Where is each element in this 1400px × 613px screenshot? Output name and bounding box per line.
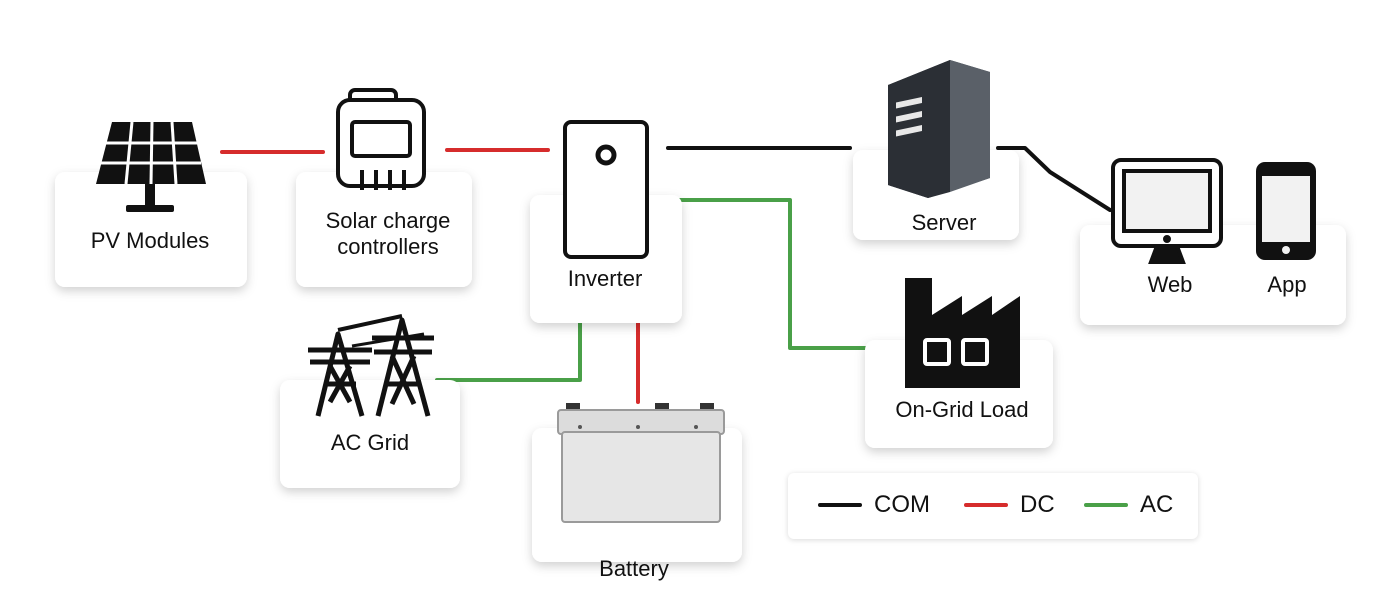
legend-item-dc: DC (964, 491, 1055, 519)
ac-line-inverter-load (666, 198, 892, 350)
inverter-icon (563, 120, 649, 259)
com-line-server-web (996, 146, 1112, 212)
pv-modules-label: PV Modules (90, 228, 210, 253)
legend-label-dc: DC (1020, 491, 1055, 518)
legend-swatch-ac (1084, 503, 1128, 507)
legend-item-ac: AC (1084, 491, 1173, 519)
pv-platform (55, 172, 247, 287)
web-label: Web (1147, 272, 1193, 297)
app-label: App (1267, 272, 1307, 297)
server-icon (888, 60, 990, 198)
legend-item-com: COM (818, 491, 930, 519)
phone-icon (1256, 162, 1316, 260)
battery-label: Battery (599, 556, 669, 581)
factory-icon (905, 278, 1020, 388)
connections (220, 146, 1112, 404)
server-label: Server (911, 210, 977, 235)
inverter-label: Inverter (567, 266, 643, 291)
grid-platform (280, 380, 460, 488)
ac-grid-label: AC Grid (330, 430, 410, 455)
transmission-tower-icon (308, 314, 434, 417)
legend-label-ac: AC (1140, 491, 1174, 518)
solar-panel-icon (96, 121, 206, 212)
legend-label-com: COM (874, 491, 930, 518)
ac-line-inverter-grid (435, 308, 582, 382)
on-grid-load-label: On-Grid Load (895, 397, 1029, 422)
controller-platform (296, 172, 472, 287)
monitor-icon (1111, 158, 1223, 264)
charge-controller-label-line2: controllers (337, 234, 439, 259)
charge-controller-label-line1: Solar charge (325, 208, 451, 233)
legend-swatch-com (818, 503, 862, 507)
charge-controller-icon (336, 88, 426, 190)
battery-icon (557, 403, 725, 523)
legend-swatch-dc (964, 503, 1008, 507)
legend: COM DC AC (788, 473, 1198, 539)
